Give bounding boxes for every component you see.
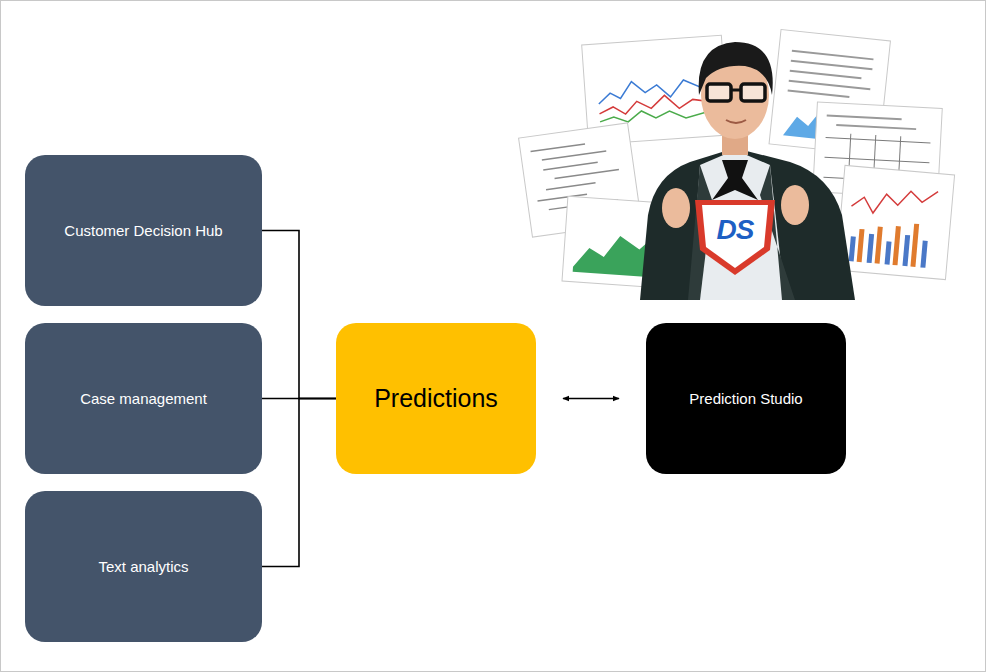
box-label: Text analytics: [98, 558, 188, 575]
source-box: Case management: [25, 323, 262, 474]
double-arrow: [563, 398, 619, 399]
shield-logo-text: DS: [700, 214, 770, 246]
box-label: Customer Decision Hub: [64, 222, 222, 239]
merge-connector: [262, 231, 336, 399]
predictions-box: Predictions: [336, 323, 536, 474]
source-box: Customer Decision Hub: [25, 155, 262, 306]
studio-box: Prediction Studio: [646, 323, 846, 474]
source-box: Text analytics: [25, 491, 262, 642]
merge-connector: [262, 399, 336, 567]
box-label: Prediction Studio: [689, 390, 802, 407]
box-label: Case management: [80, 390, 207, 407]
box-label: Predictions: [374, 384, 498, 413]
